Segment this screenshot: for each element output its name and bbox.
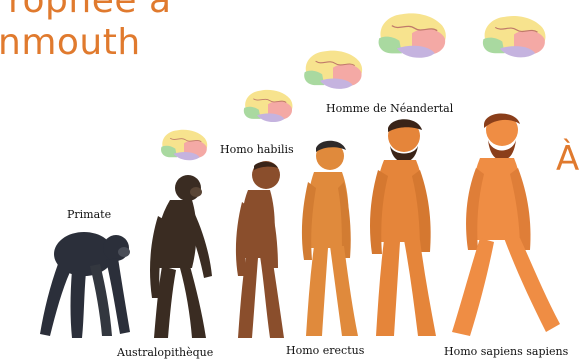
label-neanderthal: Homme de Néandertal [326, 102, 453, 115]
label-homo-sapiens: Homo sapiens sapiens [444, 345, 568, 358]
homo-erectus-figure [294, 138, 364, 344]
brain-icon-habilis [240, 86, 296, 128]
primate-figure [30, 226, 138, 344]
brain-icon-small [158, 126, 210, 166]
label-australopithecus: Australopithèque [117, 346, 213, 359]
neanderthal-figure [360, 116, 446, 344]
slide-title-line-2: nmouth [0, 22, 141, 63]
label-homo-habilis: Homo habilis [220, 143, 294, 156]
australopithecus-figure [140, 172, 222, 344]
brain-icon-sapiens [478, 11, 550, 65]
homo-habilis-figure [222, 158, 294, 344]
label-homo-erectus: Homo erectus [286, 344, 364, 357]
slide-title-line-1: rophée à [8, 0, 172, 21]
brain-icon-erectus [300, 46, 366, 96]
label-primate: Primate [67, 208, 111, 221]
brain-icon-neanderthal [373, 8, 451, 66]
homo-sapiens-figure [446, 110, 562, 344]
